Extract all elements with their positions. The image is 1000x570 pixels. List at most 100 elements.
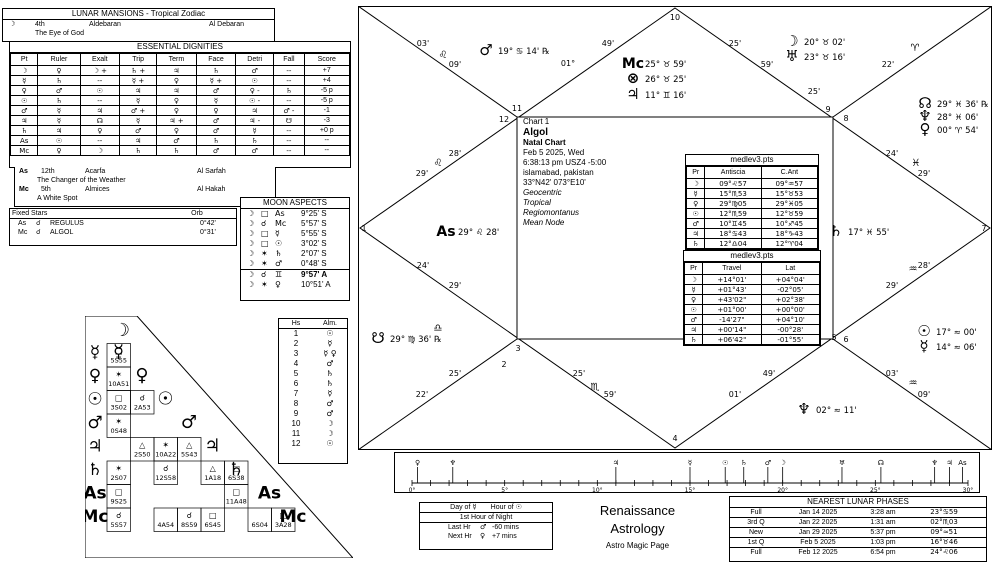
grid-diagonal-glyph: ♄ <box>228 459 244 480</box>
almuten-row: 7☿ <box>279 389 347 399</box>
jup-icon: ♃ <box>626 85 639 103</box>
grid-diagonal-glyph: ☉ <box>157 389 173 410</box>
planet-icon: ☉ <box>275 239 283 248</box>
travel-cell: -02°05' <box>760 284 821 295</box>
dignities-cell: ☉ <box>235 75 275 86</box>
dignities-cell: ♃ <box>119 85 158 96</box>
zodiac-sign-icon: ♎ <box>434 323 443 334</box>
dignities-cell: ☿ <box>119 115 158 126</box>
almuten-planet: ☿ <box>327 339 333 348</box>
zodiac-sign-icon: ♒ <box>909 378 918 389</box>
merc-icon: ☿ <box>919 337 928 355</box>
travel-col-header: Pr <box>683 262 704 275</box>
dignities-row: As☉--♃♂♄♄---- <box>9 135 351 146</box>
lunar-phases-title: NEAREST LUNAR PHASES <box>730 497 986 508</box>
dignities-cell: ☿ <box>235 125 275 136</box>
sun-icon: ☉ <box>515 503 522 511</box>
cusp-degree: 49' <box>602 39 614 48</box>
antiscia-col-header: Pr <box>685 166 706 179</box>
almuten-row: 1☉ <box>279 329 347 339</box>
antiscia-cell: 15°♏53 <box>704 188 762 199</box>
antiscia-cell: 15°♉53 <box>760 188 819 199</box>
almuten-planet: ☉ <box>326 439 334 448</box>
dignities-col-header: Face <box>195 53 237 66</box>
aspect-symbol: ✶ <box>115 370 122 379</box>
aspect-orb: 5S55 <box>110 357 127 365</box>
planet-position: 17° ≈ 00' <box>936 328 977 338</box>
chart-house-line <box>832 338 992 450</box>
cusp-degree: 03' <box>417 39 429 48</box>
aspect-grid-cell <box>153 460 178 485</box>
almuten-planet: ☿ <box>327 389 333 398</box>
lunar-mansions-panel: LUNAR MANSIONS - Tropical Zodiac ☽ 4th A… <box>2 8 275 42</box>
travel-cell: ☿ <box>683 284 704 295</box>
zodiac-sign-icon: ♏ <box>591 382 600 393</box>
antiscia-cell: 18°♋43 <box>704 228 762 239</box>
grid-diagonal-glyph: ♀ <box>135 365 148 386</box>
dignities-row: ♀♂☉♃♃♂♀ -♄-5 p <box>9 85 351 96</box>
aspect-symbol: △ <box>186 441 193 450</box>
moon-icon: ☽ <box>247 239 255 248</box>
cusp-degree: 24' <box>417 261 429 270</box>
moon-aspect-value: 5°55' S <box>301 229 327 238</box>
lunar-phase-cell: Feb 5 2025 <box>800 539 836 546</box>
fixed-star-name: REGULUS <box>50 220 84 227</box>
house-number: 8 <box>293 399 299 408</box>
cusp-degree: 24' <box>886 149 898 158</box>
dignities-cell: ♀ <box>9 85 39 96</box>
psi-icon: ♆ <box>797 400 810 418</box>
strip-planet-icon: ♅ <box>839 459 845 467</box>
mansion-asc-desc: The Changer of the Weather <box>37 177 126 184</box>
grid-row-glyph: ♀ <box>89 366 101 386</box>
cusp-degree: 25' <box>729 39 741 48</box>
house-number-5: 5 <box>831 333 836 342</box>
dignities-cell: +4 <box>303 75 351 86</box>
mansion-name: Almices <box>85 186 110 193</box>
travel-row: ♄+06'42"-01°55' <box>683 334 821 345</box>
mansion-alt-name: Al Sarfah <box>197 168 226 175</box>
travel-cell: -00°28' <box>760 324 821 335</box>
aspect-symbol: ✶ <box>162 441 169 450</box>
planet-icon: ☿ <box>275 229 280 238</box>
cusp-degree: 25' <box>573 369 585 378</box>
aspect-icon: ✶ <box>261 259 268 268</box>
antiscia-cell: 29°♓05 <box>760 198 819 209</box>
aspect-orb: 2A53 <box>134 404 151 412</box>
conjunction-icon: ☌ <box>36 228 41 236</box>
aspect-symbol: □ <box>115 347 123 356</box>
almuten-row: 3☿ ♀ <box>279 349 347 359</box>
house-number: 2 <box>293 339 299 348</box>
house-number: 11 <box>291 429 301 438</box>
cusp-degree: 01° <box>561 59 575 68</box>
dignities-cell: ♀ <box>156 75 197 86</box>
house-number-11: 11 <box>512 104 522 113</box>
venus-icon: ♀ <box>480 532 486 540</box>
lunar-phase-cell: 3:28 am <box>870 509 896 516</box>
mansion-name: Acarfa <box>85 168 106 175</box>
aspect-symbol: △ <box>210 464 217 473</box>
house-number: 4 <box>293 359 299 368</box>
dignities-cell: -- <box>303 135 351 146</box>
moon-icon: ☽ <box>785 32 798 50</box>
dignities-col-header: Exalt <box>79 53 121 66</box>
lunar-phase-cell: 23°♋59 <box>930 508 958 516</box>
aspect-grid-frame <box>85 316 353 558</box>
dignities-cell: ♀ <box>156 125 197 136</box>
planet-position: 20° ♉ 02' <box>804 38 845 48</box>
planet-node: ☊29° ♓ 36' ℞ <box>918 94 989 112</box>
house-number: 10 <box>291 419 301 428</box>
dignities-cell: +0 p <box>303 125 351 136</box>
cusp-degree: 29' <box>886 281 898 290</box>
dignities-cell: Mc <box>9 145 39 156</box>
aspect-orb: 10A22 <box>155 451 176 459</box>
almuten-planet: ☿ ♀ <box>323 349 337 358</box>
dignities-cell: ☉ <box>79 85 121 96</box>
day-hour-row: Day of ☿ Hour of ☉ <box>420 503 552 513</box>
antiscia-cell: 10°♐45 <box>760 218 819 229</box>
moon-icon: ☽ <box>247 280 255 289</box>
